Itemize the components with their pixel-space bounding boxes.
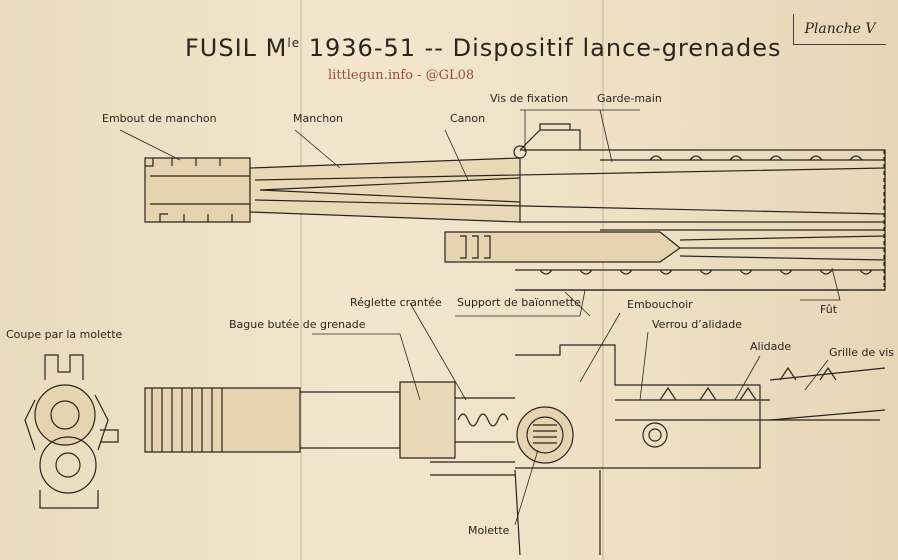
label-reglette-crantee: Réglette crantée — [350, 296, 442, 309]
upper-assembly — [144, 123, 886, 291]
cross-section — [24, 354, 119, 509]
label-alidade: Alidade — [750, 340, 792, 353]
label-vis-de-fixation: Vis de fixation — [490, 92, 569, 105]
label-embouchoir: Embouchoir — [627, 298, 693, 311]
label-grille-de-vis: Grille de vis — [829, 346, 895, 359]
label-manchon: Manchon — [293, 112, 343, 125]
label-embout-de-manchon: Embout de manchon — [102, 112, 217, 125]
label-molette: Molette — [468, 524, 510, 537]
lower-assembly — [144, 344, 886, 556]
label-coupe-par-la-molette: Coupe par la molette — [6, 328, 123, 341]
page-title: FUSIL Mle 1936-51 -- Dispositif lance-gr… — [185, 34, 782, 62]
label-verrou-d-alidade: Verrou d’alidade — [652, 318, 743, 331]
label-fut: Fût — [820, 303, 838, 316]
label-garde-main: Garde-main — [597, 92, 662, 105]
watermark: littlegun.info - @GL08 — [328, 68, 475, 83]
label-support-de-baionnette: Support de baïonnette — [457, 296, 581, 309]
paper-fold — [300, 0, 302, 560]
leader-lines — [119, 109, 841, 526]
plate-number: Planche V — [793, 14, 886, 45]
paper-fold — [602, 0, 604, 560]
label-canon: Canon — [450, 112, 486, 125]
label-bague-butee-de-grenade: Bague butée de grenade — [229, 318, 366, 331]
